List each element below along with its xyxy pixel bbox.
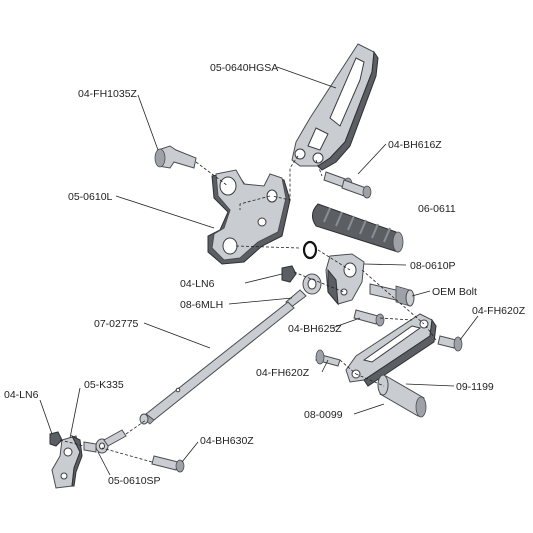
flat-head-bolt-lower bbox=[315, 349, 341, 367]
spacer bbox=[377, 374, 427, 418]
part-labels: 05-0640HGSA 04-FH1035Z 04-BH616Z 05-0610… bbox=[4, 62, 526, 487]
label-05-0640HGSA: 05-0640HGSA bbox=[210, 62, 278, 74]
shift-lever bbox=[345, 313, 437, 387]
label-04-BH630Z: 04-BH630Z bbox=[200, 435, 254, 447]
label-06-0611: 06-0611 bbox=[418, 203, 456, 215]
lower-spacer bbox=[83, 438, 109, 454]
lower-clamp bbox=[51, 434, 83, 489]
lower-rod-bolt bbox=[103, 429, 127, 447]
button-head-bolt-630 bbox=[151, 455, 185, 473]
button-head-bolt-625 bbox=[353, 309, 385, 327]
lock-nut-upper bbox=[281, 265, 297, 283]
label-08-0610P: 08-0610P bbox=[410, 260, 456, 272]
label-05-0610SP: 05-0610SP bbox=[108, 475, 161, 487]
o-ring bbox=[302, 240, 318, 260]
label-05-0610L: 05-0610L bbox=[68, 191, 113, 203]
label-05-K335: 05-K335 bbox=[84, 379, 124, 391]
label-04-FH620Z-lower: 04-FH620Z bbox=[256, 367, 310, 379]
label-04-BH625Z: 04-BH625Z bbox=[288, 323, 342, 335]
leader-lines bbox=[39, 66, 479, 476]
pivot-housing bbox=[325, 253, 365, 306]
label-04-FH1035Z: 04-FH1035Z bbox=[78, 88, 138, 100]
label-04-LN6-lower: 04-LN6 bbox=[4, 389, 39, 401]
rubber-grip bbox=[312, 203, 404, 253]
main-bracket bbox=[207, 169, 291, 265]
flat-head-bolt-top bbox=[154, 145, 197, 169]
lock-nut-lower bbox=[49, 431, 63, 447]
label-08-0099: 08-0099 bbox=[304, 409, 343, 421]
flat-head-bolt-right bbox=[437, 335, 463, 352]
label-04-LN6-upper: 04-LN6 bbox=[180, 278, 215, 290]
button-head-bolts-616 bbox=[323, 171, 372, 199]
shift-rod bbox=[139, 301, 295, 425]
assembly-lines bbox=[59, 155, 437, 463]
label-08-6MLH: 08-6MLH bbox=[180, 299, 223, 311]
heel-guard-plate bbox=[291, 43, 379, 171]
label-04-FH620Z-right: 04-FH620Z bbox=[472, 305, 526, 317]
label-04-BH616Z: 04-BH616Z bbox=[388, 139, 442, 151]
label-oem-bolt: OEM Bolt bbox=[432, 286, 477, 298]
label-07-02775: 07-02775 bbox=[94, 318, 139, 330]
oem-bolt bbox=[369, 283, 415, 307]
label-09-1199: 09-1199 bbox=[456, 381, 494, 393]
